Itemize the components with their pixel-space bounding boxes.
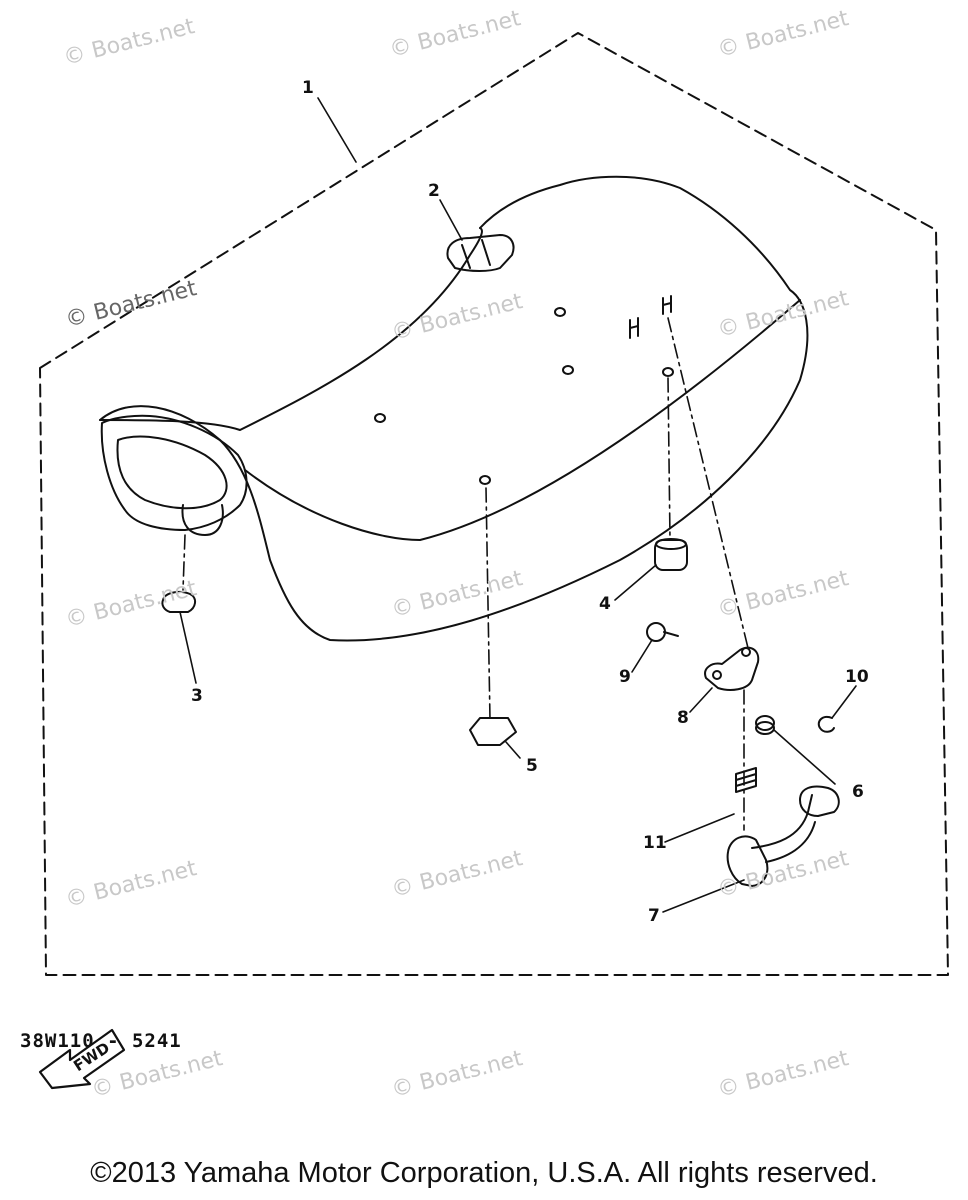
copyright-notice: ©2013 Yamaha Motor Corporation, U.S.A. A… [90, 1157, 878, 1189]
callout-6: 6 [852, 782, 864, 802]
leader-line [317, 97, 357, 163]
seat-front-bump [181, 504, 224, 536]
assembly-boundary [39, 32, 949, 976]
e-clip-part [817, 716, 835, 733]
callout-2: 2 [428, 181, 440, 201]
callout-5: 5 [526, 756, 538, 776]
mount-hole [562, 365, 574, 375]
diagram-code: 38W110 - 5241 [20, 1030, 182, 1052]
collar-part [755, 715, 775, 731]
center-line [667, 377, 671, 541]
callout-8: 8 [677, 708, 689, 728]
leader-line [179, 611, 197, 684]
leader-line [631, 639, 653, 673]
clip-part [469, 717, 517, 746]
hinge-part [446, 234, 515, 272]
callout-11: 11 [643, 833, 667, 853]
fwd-arrow-icon [38, 1028, 126, 1090]
leader-line [664, 813, 735, 843]
leader-line [773, 729, 836, 785]
mount-hole [554, 307, 566, 317]
mount-hole [374, 413, 386, 423]
seat-front-inner [116, 435, 228, 510]
stud [629, 317, 639, 339]
seat-side-line [244, 299, 801, 541]
leader-line [505, 741, 521, 759]
damper-part [654, 539, 688, 571]
leader-line [662, 879, 745, 913]
callout-7: 7 [648, 906, 660, 926]
leader-line [689, 687, 713, 713]
callout-4: 4 [599, 594, 611, 614]
leader-line [614, 564, 657, 601]
bracket-part [704, 646, 760, 691]
bolt-part [646, 622, 666, 642]
mount-hole [662, 367, 674, 377]
center-line [667, 317, 749, 649]
spring-part [735, 767, 757, 793]
seat-front-cavity [100, 414, 248, 531]
leader-line [439, 199, 463, 241]
center-line [485, 487, 491, 721]
mount-hole [479, 475, 491, 485]
stud [662, 295, 672, 315]
callout-3: 3 [191, 686, 203, 706]
seat-body [99, 175, 809, 642]
grommet-part [161, 591, 196, 613]
callout-9: 9 [619, 667, 631, 687]
callout-1: 1 [302, 78, 314, 98]
center-line [182, 534, 186, 591]
leader-line [831, 685, 857, 719]
callout-10: 10 [845, 667, 869, 687]
lock-lever-part [726, 835, 769, 887]
